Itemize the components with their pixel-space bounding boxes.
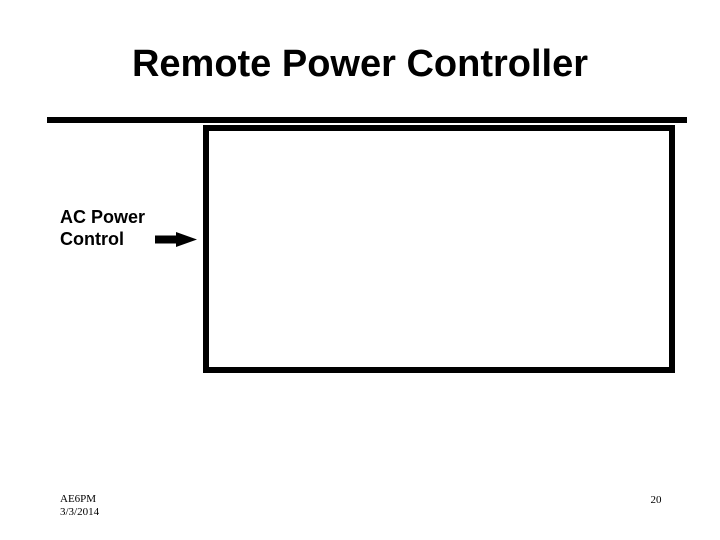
footer-date: 3/3/2014 [60, 506, 100, 518]
footer-author: AE6PM [60, 493, 97, 505]
right-block-arrow-icon [155, 232, 197, 247]
footer-author-date: AE6PM 3/3/2014 [60, 493, 99, 519]
slide-number: 20 [650, 494, 662, 506]
label-line-2: Control [60, 229, 124, 249]
image-placeholder-box [203, 125, 675, 373]
title-underline-rule [47, 117, 687, 123]
ac-power-control-label: AC Power Control [60, 206, 145, 250]
slide-title: Remote Power Controller [131, 43, 589, 85]
label-line-1: AC Power [60, 207, 146, 227]
